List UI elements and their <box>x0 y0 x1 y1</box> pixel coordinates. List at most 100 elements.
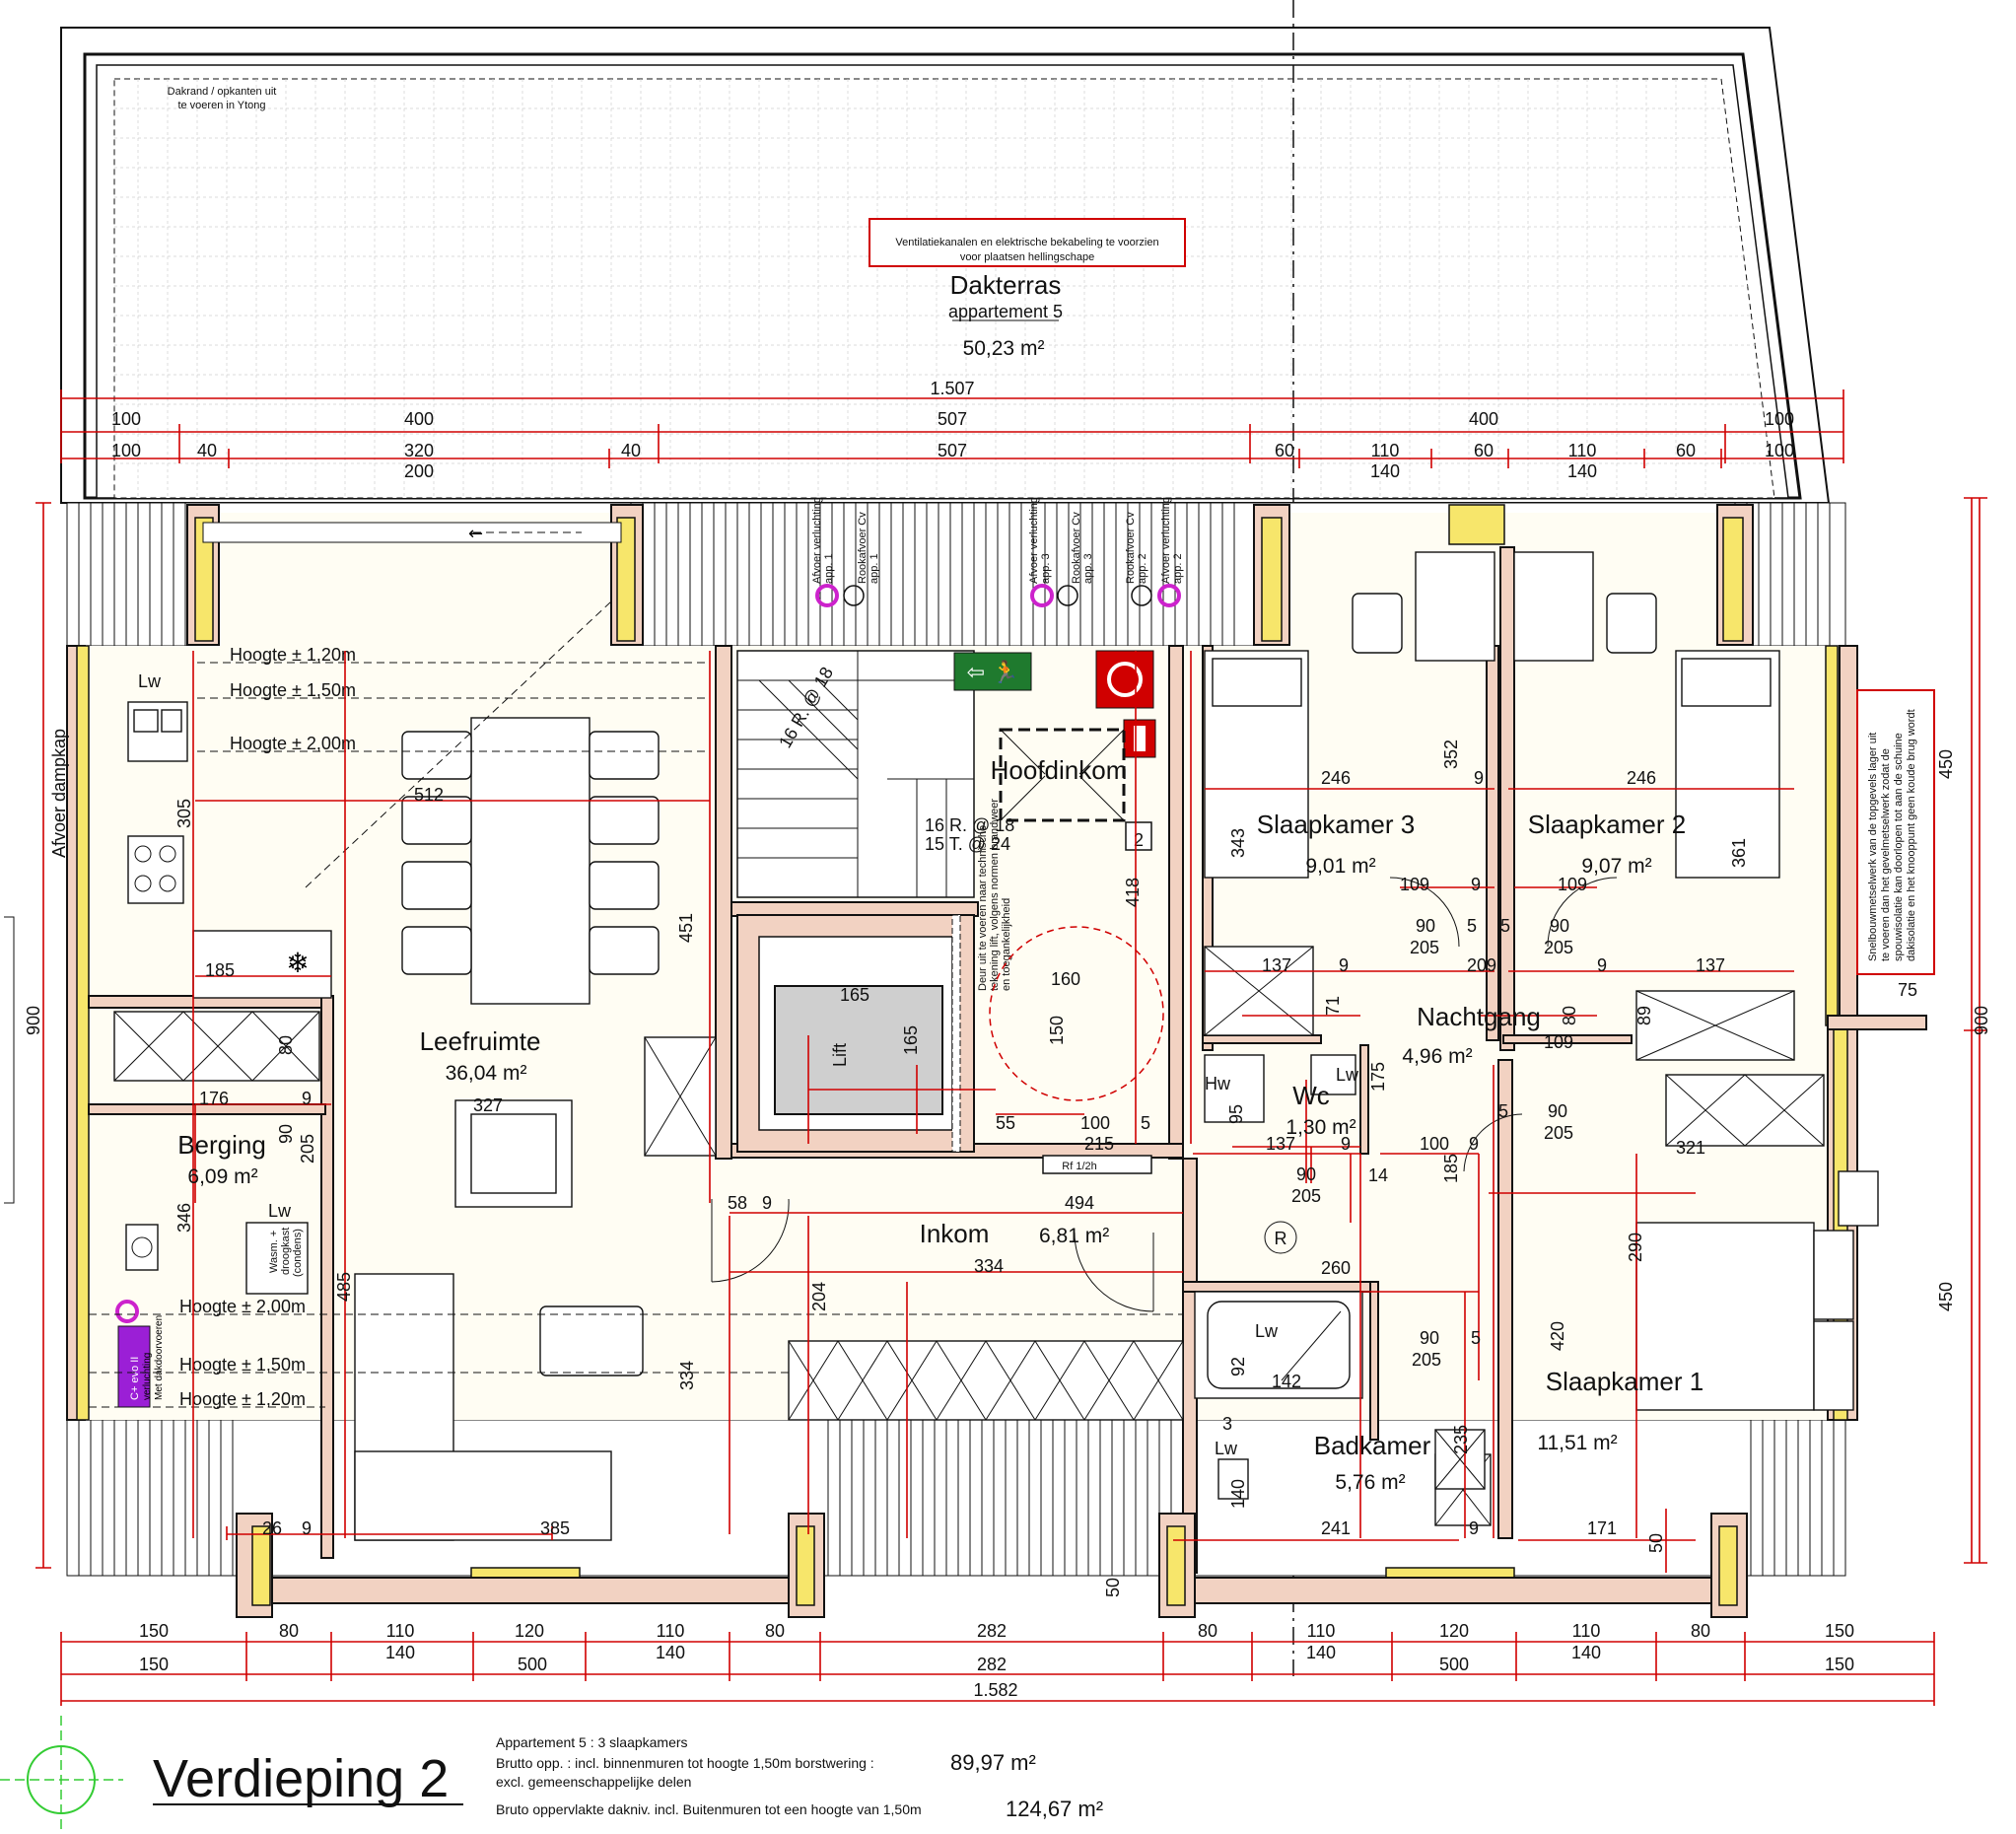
height-120-living: Hoogte ± 1,20m <box>230 645 356 665</box>
dim-205c: 205 <box>1544 938 1573 957</box>
dim-150: 150 <box>1047 1016 1067 1045</box>
berging-area: 6,09 m² <box>187 1165 257 1188</box>
dim-9e: 9 <box>1471 875 1481 894</box>
plan-title: Verdieping 2 <box>153 1749 449 1808</box>
nachtgang-area: 4,96 m² <box>1402 1045 1472 1068</box>
inkom-area: 6,81 m² <box>1039 1225 1109 1247</box>
vent-app-3: app. 3 <box>1040 553 1052 584</box>
stair-label-3: 15 T. @ 24 <box>925 834 1010 854</box>
dim-9b: 9 <box>302 1518 312 1538</box>
dim-90f: 90 <box>1420 1328 1439 1348</box>
vent-app1-icon <box>815 584 839 607</box>
dim-5d: 5 <box>1498 1101 1508 1121</box>
living-furniture: Lw ❄ ← Hoogte ± 1,20m Hoogte ± 1,50m Hoo… <box>49 522 717 1541</box>
dim-305: 305 <box>174 799 194 828</box>
dim-900-left: 900 <box>24 1006 43 1035</box>
vent-app-2: app. 2 <box>1172 553 1184 584</box>
r-symbol: R <box>1275 1229 1287 1248</box>
dim-90a: 90 <box>276 1124 296 1144</box>
badkamer-area: 5,76 m² <box>1335 1471 1405 1494</box>
dim-485: 485 <box>334 1272 354 1302</box>
wc-label: Wc <box>1292 1081 1330 1110</box>
vent-app2-icon <box>1157 584 1181 607</box>
slaapkamer1-area: 11,51 m² <box>1537 1432 1617 1454</box>
dim-26: 26 <box>262 1518 282 1538</box>
dim-50a: 50 <box>1103 1578 1123 1597</box>
dim-246a: 246 <box>1321 768 1351 788</box>
dim-241: 241 <box>1321 1518 1351 1538</box>
dim-b3b: 140 <box>385 1643 415 1662</box>
height-200-living: Hoogte ± 2,00m <box>230 734 356 753</box>
dim-5a: 5 <box>1141 1113 1150 1133</box>
berging-vent-icon <box>115 1300 139 1323</box>
cv-label-1: C+ evo II <box>129 1357 141 1400</box>
dim-450-bottom: 450 <box>1936 1282 1956 1311</box>
vent-icons: Afvoer verluchting app. 1 Rookafvoer Cv … <box>811 497 1184 607</box>
bath-lw2: Lw <box>1215 1439 1238 1458</box>
wc-area: 1,30 m² <box>1286 1116 1356 1139</box>
entrance-hall <box>711 1198 1184 1421</box>
dim-50b: 50 <box>1646 1533 1666 1553</box>
flue-app2-icon <box>1131 585 1152 606</box>
side-dimensions: 900 900 450 450 <box>4 497 1991 1569</box>
footer-line1: Appartement 5 : 3 slaapkamers <box>496 1734 688 1750</box>
dim-c1: 150 <box>139 1655 169 1674</box>
ventilation-note-box <box>869 218 1186 267</box>
dim-90c: 90 <box>1550 916 1569 936</box>
lift-note-3: en toegankelijkheid <box>1001 898 1012 991</box>
dim-100b: 100 <box>1420 1134 1449 1154</box>
footer-line2: Brutto opp. : incl. binnenmuren tot hoog… <box>496 1755 874 1771</box>
dim-m6: 60 <box>1275 441 1294 460</box>
dim-t3: 507 <box>938 409 967 429</box>
dim-321: 321 <box>1676 1138 1705 1158</box>
dim-327: 327 <box>473 1095 503 1115</box>
dim-92: 92 <box>1228 1357 1248 1376</box>
dim-b2: 80 <box>279 1621 299 1641</box>
wc-lw: Lw <box>1336 1065 1359 1085</box>
exit-arrow-icon: ⇦ 🏃 <box>967 660 1019 685</box>
dim-450-top: 450 <box>1936 749 1956 779</box>
flue-app-2: app. 2 <box>1137 553 1148 584</box>
height-200-berging: Hoogte ± 2,00m <box>179 1297 306 1316</box>
dim-334b: 334 <box>974 1256 1004 1276</box>
stair-label-2: 16 R. @ 18 <box>925 815 1014 835</box>
dim-175: 175 <box>1368 1062 1388 1092</box>
dim-55: 55 <box>996 1113 1015 1133</box>
dim-58: 58 <box>728 1193 747 1213</box>
dim-t5: 100 <box>1765 409 1794 429</box>
wall-note: Snelbouwmetselwerk van de topgevels lage… <box>1856 689 1935 975</box>
footer-line2-value: 89,97 m² <box>950 1750 1036 1775</box>
dampkap-label: Afvoer dampkap <box>49 729 69 858</box>
leefruimte-area: 36,04 m² <box>446 1062 527 1085</box>
dim-5e: 5 <box>1471 1328 1481 1348</box>
dim-t1: 100 <box>111 409 141 429</box>
dim-c4: 500 <box>1439 1655 1469 1674</box>
cv-label-3: Met dakdoorvoeren <box>154 1315 165 1400</box>
flue-app-3: app. 3 <box>1082 553 1094 584</box>
slaapkamer2-area: 9,07 m² <box>1581 855 1651 878</box>
berging-lw: Lw <box>268 1201 292 1221</box>
cooktop-icon <box>127 835 184 904</box>
dim-95: 95 <box>1226 1104 1246 1124</box>
dim-t2: 400 <box>404 409 434 429</box>
dim-89: 89 <box>1634 1006 1654 1025</box>
dim-246b: 246 <box>1627 768 1656 788</box>
dim-71: 71 <box>1323 996 1343 1016</box>
dim-c5: 150 <box>1825 1655 1854 1674</box>
side-note-3: spouwisolatie kan doorlopen tot aan de s… <box>1893 733 1905 961</box>
freezer-icon: ❄ <box>286 947 309 979</box>
dim-137b: 137 <box>1696 955 1725 975</box>
wc-toilet <box>1310 1054 1356 1095</box>
dim-m3: 320 <box>404 441 434 460</box>
dim-total-bottom: 1.582 <box>973 1680 1017 1700</box>
bottom-dimensions: 150 80 110 140 120 110 140 80 282 80 110… <box>60 1621 1935 1706</box>
vent-label-3: Afvoer verluchting <box>1028 497 1040 584</box>
dim-90d: 90 <box>1296 1164 1316 1184</box>
dim-m7: 110 <box>1371 441 1400 460</box>
dining-table <box>470 717 591 1005</box>
dim-m9b: 140 <box>1567 461 1597 481</box>
dim-c3: 282 <box>977 1655 1007 1674</box>
level-badge-text: 2 <box>1134 830 1144 850</box>
wc-basin <box>1204 1054 1265 1123</box>
